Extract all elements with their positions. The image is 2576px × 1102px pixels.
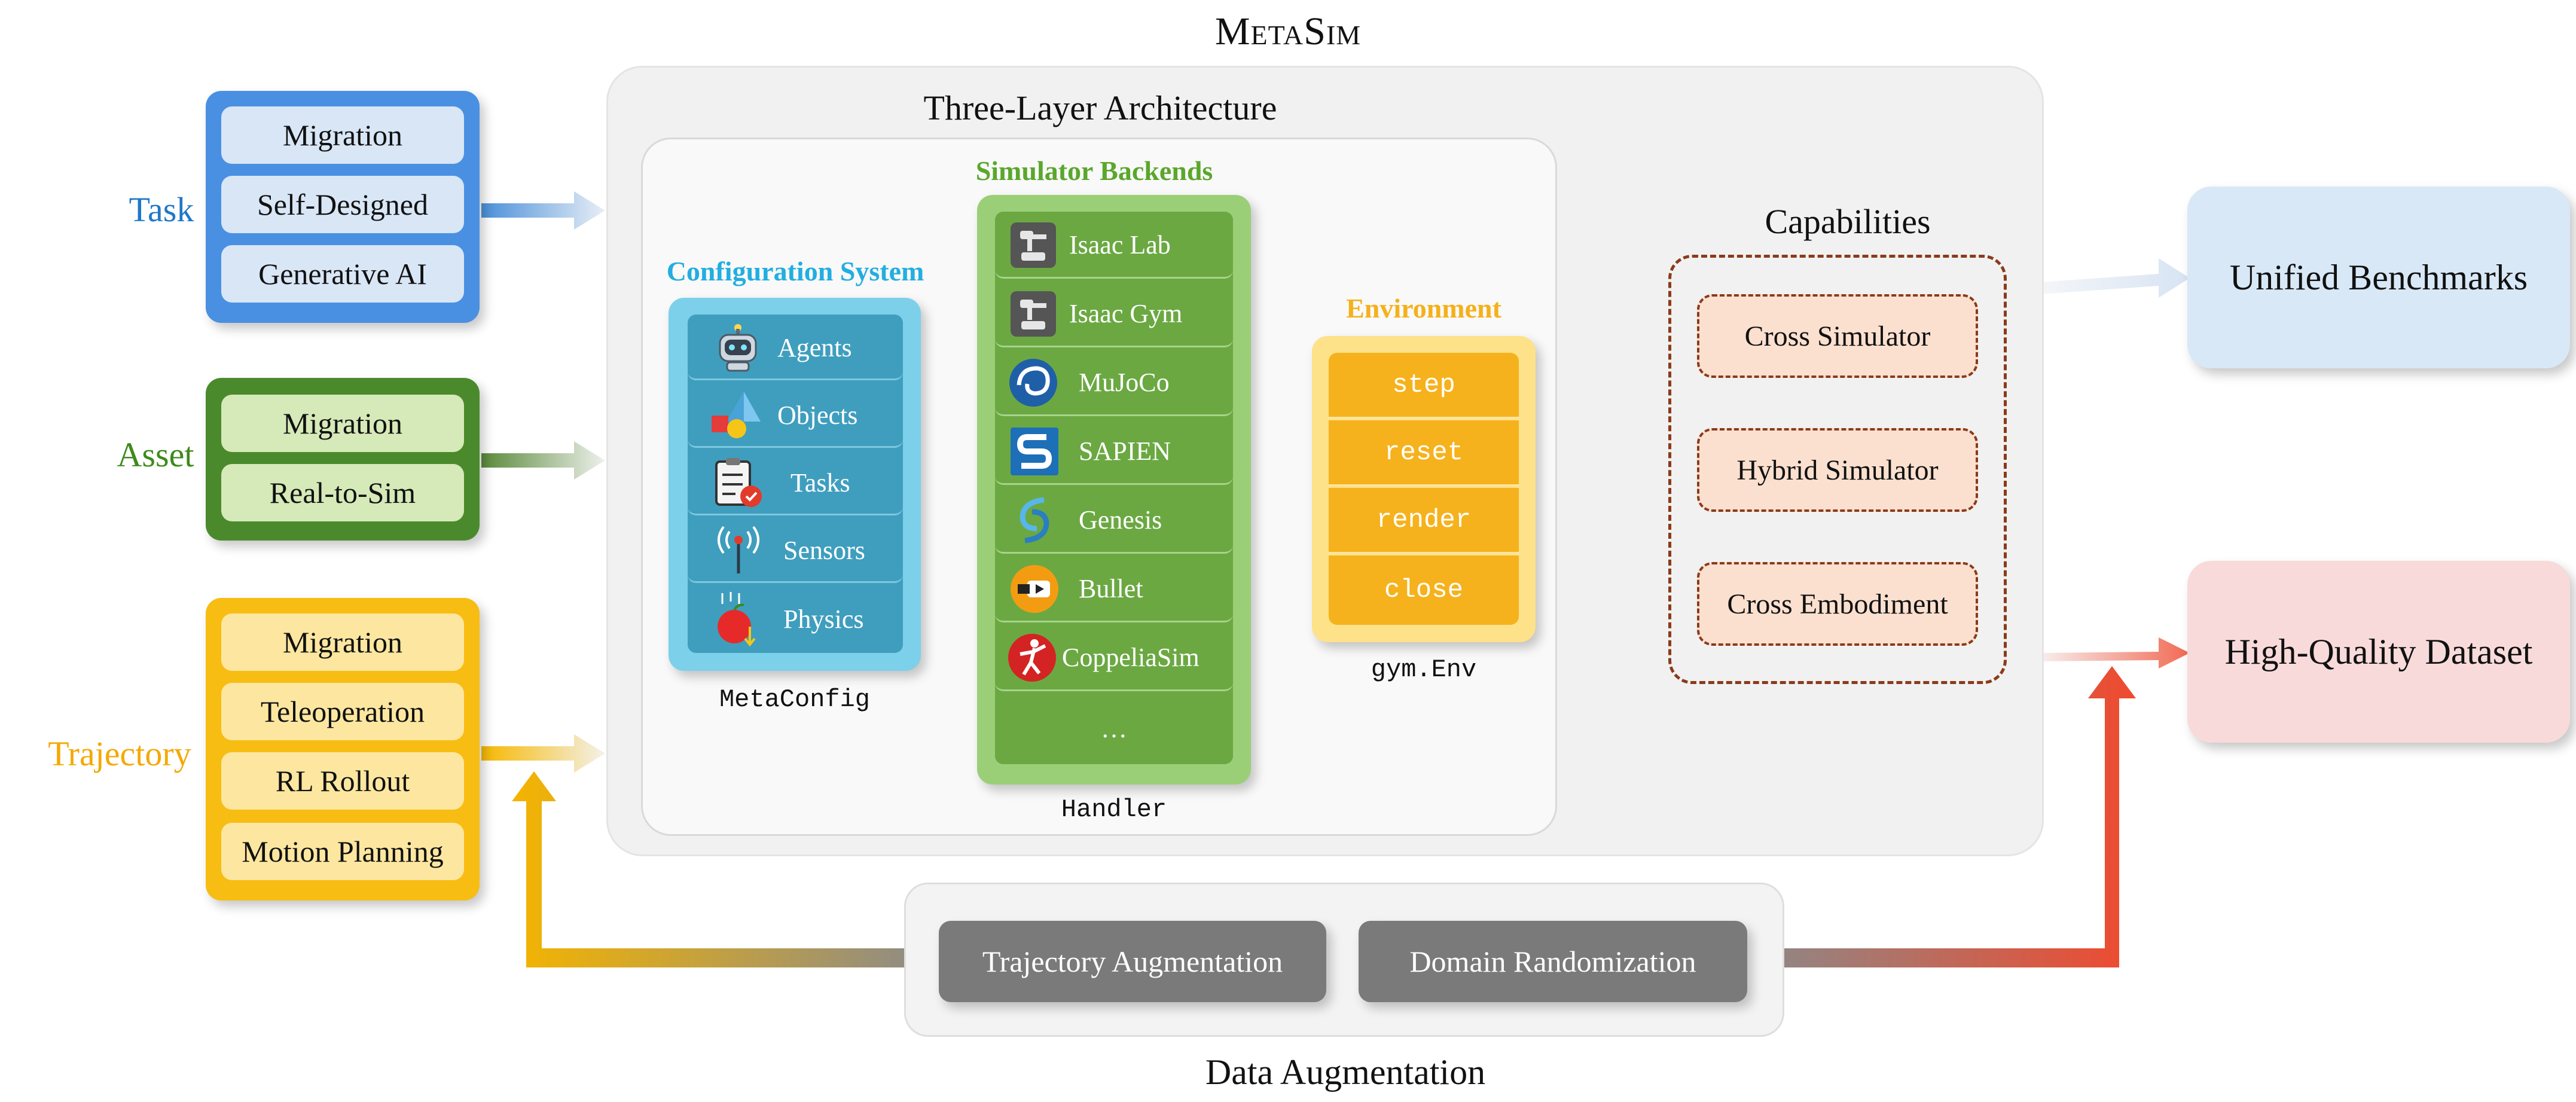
group-label-trajectory: Trajectory	[48, 734, 191, 773]
simulator-item-isaac-lab: Isaac Lab	[995, 212, 1233, 279]
task-item-migration: Migration	[221, 106, 464, 164]
env-item-step: step	[1329, 353, 1519, 419]
config-item-label: Agents	[777, 333, 852, 362]
simulator-item-label: SAPIEN	[1079, 436, 1171, 466]
simulators-title: Simulator Backends	[975, 155, 1213, 186]
simulator-item-more: …	[995, 693, 1233, 764]
simulator-item-coppeliasim: CoppeliaSim	[995, 624, 1233, 691]
clipboard-icon	[715, 458, 762, 507]
isaac-robot-icon	[1011, 291, 1056, 337]
simulator-item-label: Bullet	[1079, 574, 1143, 603]
config-item-tasks: Tasks	[688, 450, 903, 515]
trajectory-item-rl-rollout: RL Rollout	[221, 752, 464, 810]
simulator-item-mujoco: MuJoCo	[995, 349, 1233, 416]
domain-randomization-box: Domain Randomization	[1359, 921, 1747, 1002]
capabilities-title: Capabilities	[1765, 202, 1931, 241]
simulator-item-label: CoppeliaSim	[1062, 643, 1200, 672]
genesis-swirl-icon	[1020, 497, 1049, 544]
config-caption: MetaConfig	[719, 685, 871, 714]
capabilities-box	[1668, 255, 2007, 684]
config-item-physics: Physics	[688, 585, 903, 653]
coppelia-figure-icon	[1008, 634, 1056, 682]
trajectory-augmentation-box: Trajectory Augmentation	[939, 921, 1326, 1002]
trajectory-item-motion-planning: Motion Planning	[221, 823, 464, 880]
simulator-item-label: MuJoCo	[1079, 368, 1170, 397]
falling-apple-icon	[718, 592, 756, 647]
config-item-objects: Objects	[688, 382, 903, 448]
config-title: Configuration System	[666, 255, 924, 286]
unified-benchmarks-box: Unified Benchmarks	[2187, 187, 2570, 368]
high-quality-dataset-box: High-Quality Dataset	[2187, 561, 2570, 743]
environment-title: Environment	[1346, 292, 1501, 323]
simulator-item-bullet: Bullet	[995, 555, 1233, 622]
capability-hybrid-simulator: Hybrid Simulator	[1697, 428, 1978, 512]
simulator-item-label: Isaac Lab	[1069, 230, 1171, 260]
environment-caption: gym.Env	[1371, 655, 1477, 684]
simulators-caption: Handler	[1061, 795, 1167, 824]
capability-cross-simulator: Cross Simulator	[1697, 294, 1978, 378]
augmentation-title: Data Augmentation	[1205, 1052, 1486, 1092]
env-item-reset: reset	[1329, 420, 1519, 486]
env-item-render: render	[1329, 488, 1519, 554]
architecture-title: Three-Layer Architecture	[923, 88, 1277, 127]
bullet-icon	[1011, 565, 1058, 613]
trajectory-item-teleoperation: Teleoperation	[221, 683, 464, 740]
simulator-item-label: Isaac Gym	[1069, 299, 1183, 328]
group-label-asset: Asset	[117, 435, 194, 474]
config-item-agents: Agents	[688, 315, 903, 380]
config-item-label: Physics	[783, 605, 864, 634]
config-item-sensors: Sensors	[688, 517, 903, 583]
diagram-title: MetaSim	[1214, 10, 1362, 53]
config-item-label: Sensors	[783, 536, 865, 565]
isaac-robot-icon	[1011, 222, 1056, 268]
simulator-item-isaac-gym: Isaac Gym	[995, 280, 1233, 347]
task-item-generative-ai: Generative AI	[221, 245, 464, 303]
sapien-s-icon	[1011, 428, 1058, 475]
robot-head-icon	[719, 324, 757, 372]
mujoco-swirl-icon	[1009, 359, 1057, 407]
config-item-label: Objects	[777, 401, 858, 430]
env-item-close: close	[1329, 555, 1519, 625]
simulator-item-sapien: SAPIEN	[995, 418, 1233, 485]
task-item-self-designed: Self-Designed	[221, 176, 464, 233]
asset-item-real-to-sim: Real-to-Sim	[221, 464, 464, 521]
simulator-item-genesis: Genesis	[995, 487, 1233, 554]
antenna-icon	[718, 526, 759, 573]
group-label-task: Task	[129, 190, 194, 229]
config-item-label: Tasks	[790, 468, 850, 497]
shapes-icon	[712, 392, 761, 438]
simulator-item-label: Genesis	[1079, 505, 1162, 535]
asset-item-migration: Migration	[221, 395, 464, 452]
capability-cross-embodiment: Cross Embodiment	[1697, 562, 1978, 646]
trajectory-item-migration: Migration	[221, 613, 464, 671]
